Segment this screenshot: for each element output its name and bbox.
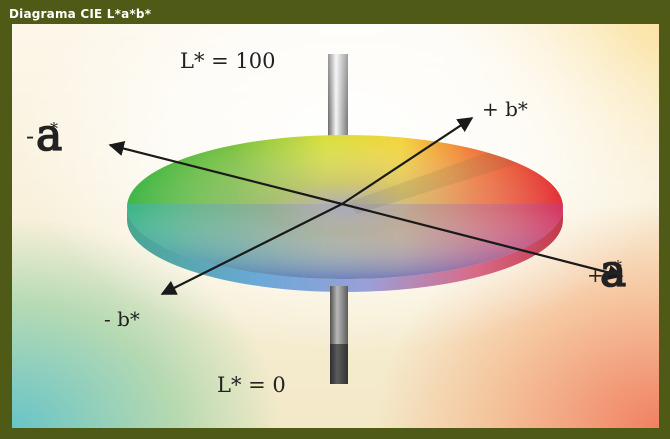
label-plus-a-star: * bbox=[614, 257, 622, 276]
a-axis-positive bbox=[341, 202, 624, 281]
lab-diagram-panel: L* = 100 L* = 0 + b* - b* - a * + a * bbox=[12, 24, 659, 428]
diagram-title: Diagrama CIE L*a*b* bbox=[9, 7, 152, 21]
label-plus-a-letter: a bbox=[600, 246, 626, 297]
label-l-max: L* = 100 bbox=[180, 49, 275, 73]
lab-diagram-svg: L* = 100 L* = 0 + b* - b* - a * + a * bbox=[26, 49, 627, 397]
a-axis-negative bbox=[108, 140, 343, 206]
label-minus-a-sign: - bbox=[26, 122, 34, 150]
label-plus-b: + b* bbox=[482, 97, 528, 121]
label-minus-a-star: * bbox=[50, 119, 58, 138]
label-plus-a-sign: + bbox=[587, 263, 604, 287]
hue-disc-rim bbox=[127, 207, 563, 292]
b-axis-positive bbox=[341, 117, 474, 205]
b-axis-negative bbox=[160, 203, 343, 295]
label-l-min: L* = 0 bbox=[217, 373, 286, 397]
label-minus-a-letter: a bbox=[36, 110, 62, 161]
label-minus-b: - b* bbox=[104, 307, 140, 331]
